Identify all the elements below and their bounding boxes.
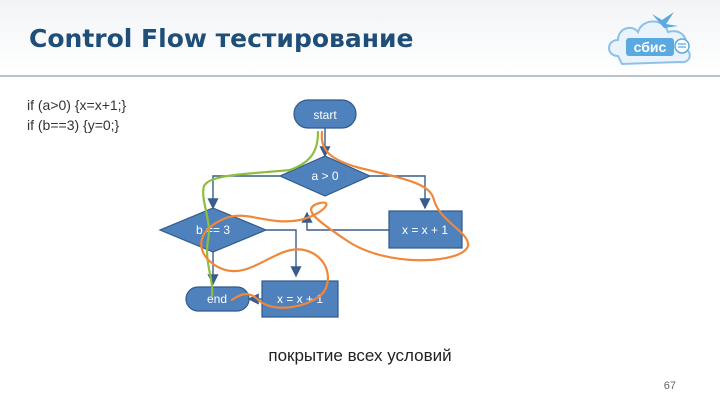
- node-label-end: end: [207, 292, 227, 306]
- code-line-1: if (a>0) {x=x+1;}: [27, 97, 127, 113]
- logo-text: сбис: [634, 39, 667, 55]
- flow-node-end: [185, 286, 250, 312]
- node-label-cond-a: a > 0: [311, 169, 338, 183]
- execution-path-orange: [200, 130, 470, 309]
- execution-path-green: [202, 130, 320, 298]
- edge-cond-b-true: [266, 229, 302, 278]
- flow-node-start: [293, 99, 357, 129]
- node-label-start: start: [313, 108, 337, 122]
- node-label-inc-2: x = x + 1: [277, 292, 323, 306]
- cloud-bird-logo-icon: сбис: [608, 12, 691, 66]
- flow-node-cond-b: [158, 207, 268, 253]
- slide-caption: покрытие всех условий: [268, 346, 452, 365]
- slide-title: Control Flow тестирование: [29, 24, 414, 53]
- header-divider: [0, 75, 720, 77]
- slide-header: [0, 0, 720, 78]
- node-label-inc-1: x = x + 1: [402, 223, 448, 237]
- edge-cond-a-false: [207, 175, 280, 210]
- flow-node-cond-a: [278, 155, 372, 197]
- page-number: 67: [663, 380, 676, 392]
- code-line-2: if (b==3) {y=0;}: [27, 117, 120, 133]
- edge-cond-a-true: [370, 175, 431, 210]
- flow-node-inc-1: [388, 210, 463, 249]
